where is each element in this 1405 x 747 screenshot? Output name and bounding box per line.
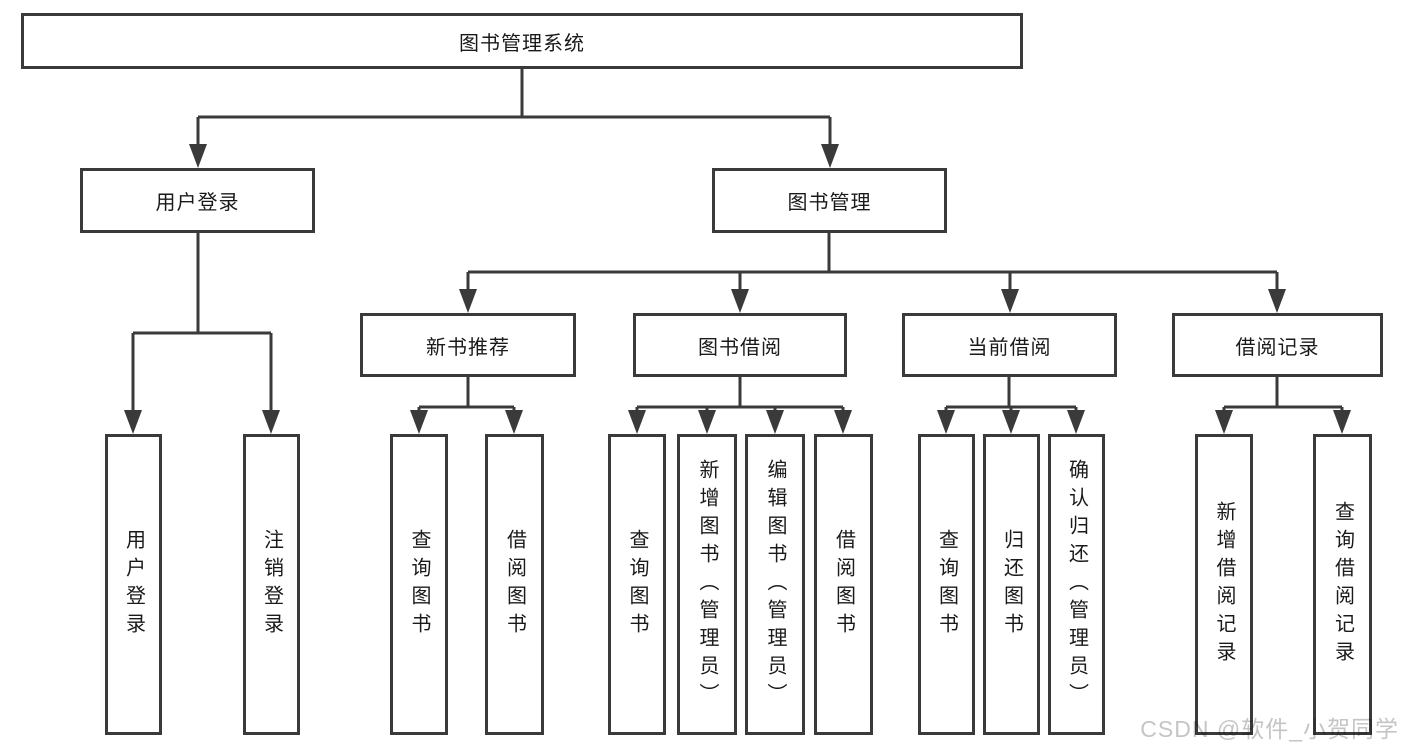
node-confirm-return-admin: 确认归还（管理员） xyxy=(1048,434,1105,735)
node-user-login: 用户登录 xyxy=(80,168,315,233)
connector-paths xyxy=(131,69,1344,416)
node-label: 图书借阅 xyxy=(698,336,782,359)
node-borrow-books-under-borrowing: 借阅图书 xyxy=(814,434,873,735)
node-label: 归还图书 xyxy=(1000,528,1023,641)
node-edit-books-admin: 编辑图书（管理员） xyxy=(745,434,805,735)
node-label: 查询图书 xyxy=(935,528,958,641)
node-query-borrow-record: 查询借阅记录 xyxy=(1313,434,1372,735)
node-label: 新书推荐 xyxy=(426,336,510,359)
node-query-books-under-current: 查询图书 xyxy=(918,434,975,735)
node-book-management: 图书管理 xyxy=(712,168,947,233)
node-label: 新增图书（管理员） xyxy=(696,458,718,711)
arrowhead-icons xyxy=(124,144,1351,434)
node-label: 借阅图书 xyxy=(832,528,855,641)
node-logout-leaf: 注销登录 xyxy=(243,434,300,735)
node-label: 新增借阅记录 xyxy=(1213,500,1235,669)
node-current-borrowing: 当前借阅 xyxy=(902,313,1117,377)
node-label: 确认归还（管理员） xyxy=(1065,458,1088,711)
node-user-login-leaf: 用户登录 xyxy=(105,434,162,735)
node-label: 借阅记录 xyxy=(1235,336,1320,359)
node-label: 注销登录 xyxy=(260,528,283,641)
node-label: 图书管理系统 xyxy=(459,32,585,55)
node-library-management-system: 图书管理系统 xyxy=(21,13,1023,69)
node-label: 编辑图书（管理员） xyxy=(764,458,786,711)
node-add-borrow-record: 新增借阅记录 xyxy=(1195,434,1253,735)
node-borrow-books-under-recommend: 借阅图书 xyxy=(485,434,544,735)
node-label: 借阅图书 xyxy=(503,528,526,641)
node-label: 当前借阅 xyxy=(967,336,1052,359)
node-label: 图书管理 xyxy=(787,192,872,214)
node-label: 用户登录 xyxy=(122,528,145,641)
node-query-books-under-recommend: 查询图书 xyxy=(390,434,448,735)
node-label: 查询图书 xyxy=(408,528,430,641)
node-label: 用户登录 xyxy=(155,192,240,214)
node-add-books-admin: 新增图书（管理员） xyxy=(677,434,737,735)
node-label: 查询借阅记录 xyxy=(1331,500,1354,669)
node-label: 查询图书 xyxy=(626,528,648,641)
node-query-books-under-borrowing: 查询图书 xyxy=(608,434,666,735)
node-borrowing-records: 借阅记录 xyxy=(1172,313,1383,377)
node-return-books: 归还图书 xyxy=(983,434,1040,735)
node-book-borrowing: 图书借阅 xyxy=(633,313,847,377)
node-new-book-recommendation: 新书推荐 xyxy=(360,313,576,377)
csdn-watermark: CSDN @软件_小贺同学 xyxy=(1140,716,1399,742)
